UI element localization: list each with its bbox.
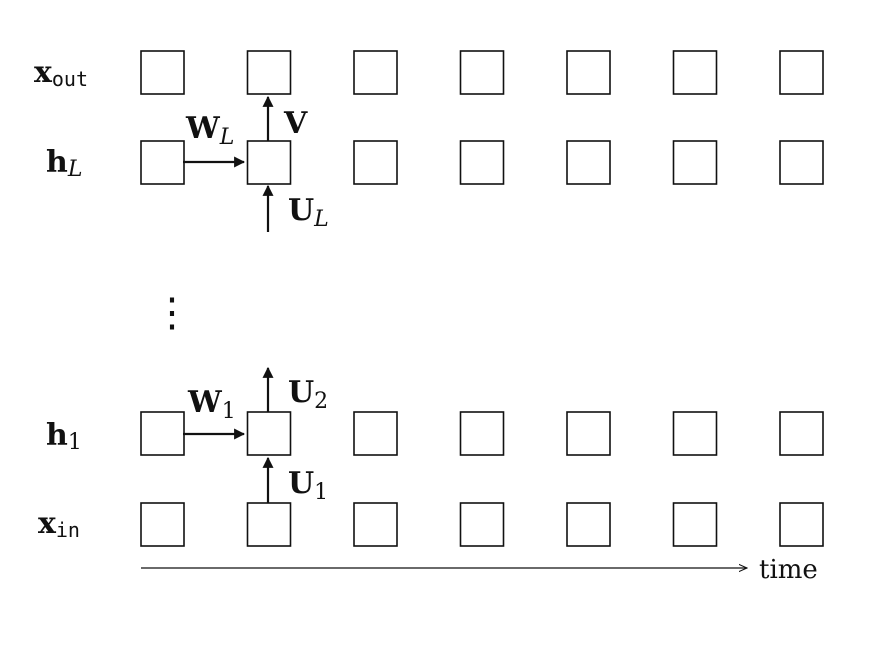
row-h-L-boxes (140, 140, 824, 185)
v-label: V (283, 106, 308, 141)
cell-xout-t5 (566, 50, 611, 95)
w-1-label: W1 (187, 385, 236, 424)
cell-hL-t3 (353, 140, 398, 185)
cell-xin-t4 (459, 502, 505, 547)
u-2-label: U2 (288, 375, 328, 414)
cell-hL-t5 (566, 140, 611, 185)
cell-hL-t6 (672, 140, 718, 185)
cell-xout-t2 (246, 50, 292, 95)
cell-hL-t4 (459, 140, 505, 185)
cell-h1-t4 (459, 411, 505, 456)
cell-xin-t1 (140, 502, 185, 547)
cell-xin-t7 (779, 502, 824, 547)
vertical-ellipsis: ⋮ (152, 290, 192, 336)
u-1-label: U1 (288, 466, 328, 505)
row-label-h-1: h1 (46, 418, 82, 455)
row-x-in-boxes (140, 502, 824, 547)
cell-hL-t1 (140, 140, 185, 185)
cell-h1-t7 (779, 411, 824, 456)
cell-xin-t5 (566, 502, 611, 547)
cell-xin-t6 (672, 502, 718, 547)
cell-xout-t6 (672, 50, 718, 95)
row-h-1-boxes (140, 411, 824, 456)
row-x-out-boxes (140, 50, 824, 95)
cell-h1-t6 (672, 411, 718, 456)
row-label-x-out: xout (34, 55, 88, 91)
row-label-x-in: xin (38, 506, 80, 542)
cell-xout-t3 (353, 50, 398, 95)
time-axis-label: time (759, 555, 818, 585)
cell-xout-t4 (459, 50, 505, 95)
cell-h1-t5 (566, 411, 611, 456)
u-L-label: UL (288, 193, 329, 232)
row-label-h-L: hL (46, 145, 82, 182)
cell-h1-t3 (353, 411, 398, 456)
cell-xout-t7 (779, 50, 824, 95)
cell-h1-t1 (140, 411, 185, 456)
cell-xout-t1 (140, 50, 185, 95)
cell-h1-t2 (246, 411, 292, 456)
cell-hL-t7 (779, 140, 824, 185)
cell-xin-t3 (353, 502, 398, 547)
w-L-label: WL (185, 111, 234, 150)
cell-xin-t2 (246, 502, 292, 547)
cell-hL-t2 (246, 140, 292, 185)
